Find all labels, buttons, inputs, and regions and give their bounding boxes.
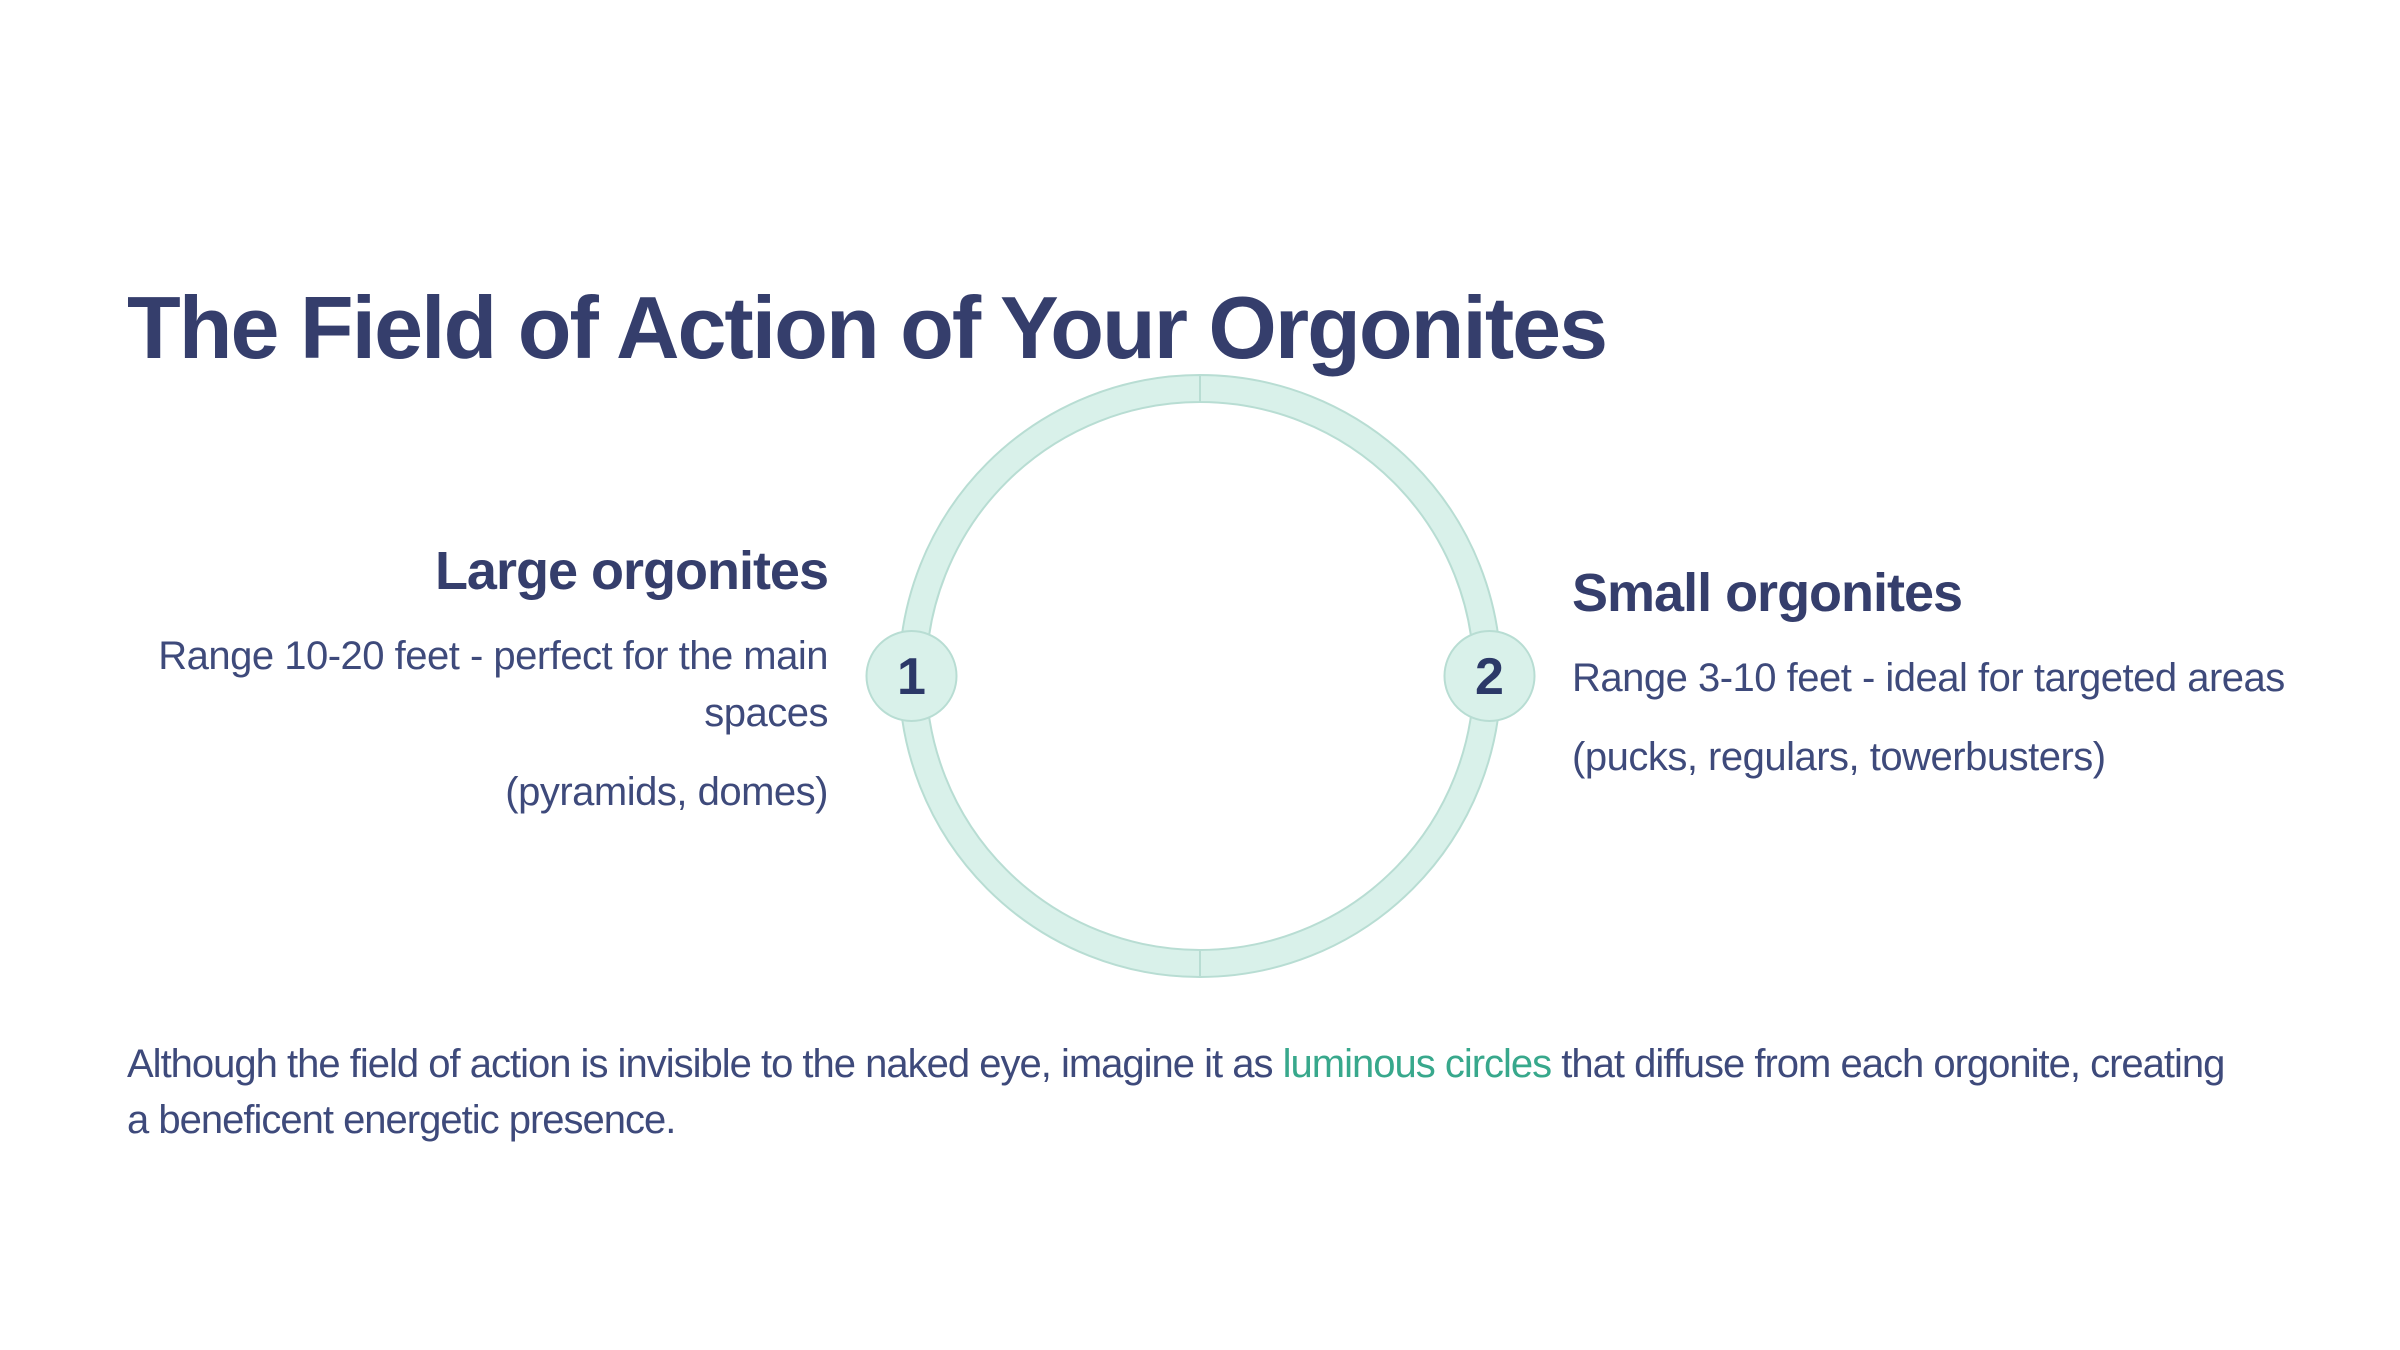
- page-title: The Field of Action of Your Orgonites: [127, 277, 1608, 377]
- footer-highlight-text: luminous circles: [1282, 1042, 1553, 1086]
- footer-line-2: a beneficent energetic presence.: [127, 1098, 676, 1142]
- badge-number-2: 2: [1475, 648, 1504, 706]
- badge-circle-2-outline: [1443, 630, 1536, 722]
- small-orgonites-note: (pucks, regulars, towerbusters): [1572, 735, 2106, 779]
- small-orgonites-block: Small orgonites Range 3-10 feet - ideal …: [1572, 562, 2400, 786]
- badge-circle-1-outline: [865, 630, 958, 722]
- large-orgonites-range-line-2: spaces: [704, 691, 828, 735]
- badge-circle-1: [866, 631, 957, 721]
- ring-right-segment-outline: [1199, 373, 1502, 979]
- footer-line-1: Although the field of action is invisibl…: [127, 1036, 2225, 1092]
- footer-text-after-highlight: that diffuse from each orgonite, creatin…: [1551, 1042, 2225, 1086]
- field-ring-diagram: 1 2: [850, 360, 1550, 1000]
- large-orgonites-range-line-1: Range 10-20 feet - perfect for the main: [158, 634, 828, 678]
- large-orgonites-note: (pyramids, domes): [505, 770, 828, 814]
- footer-text-before-highlight: Although the field of action is invisibl…: [127, 1042, 1283, 1086]
- small-orgonites-heading: Small orgonites: [1572, 563, 1963, 623]
- small-orgonites-range-line: Range 3-10 feet - ideal for targeted are…: [1572, 656, 2285, 700]
- field-ring-svg: 1 2: [865, 373, 1536, 979]
- footer-paragraph: Although the field of action is invisibl…: [127, 1036, 2225, 1148]
- large-orgonites-heading: Large orgonites: [434, 541, 829, 601]
- large-orgonites-block: Large orgonites Range 10-20 feet - perfe…: [48, 540, 829, 821]
- badge-number-1: 1: [897, 648, 926, 706]
- badge-circle-2: [1444, 631, 1535, 721]
